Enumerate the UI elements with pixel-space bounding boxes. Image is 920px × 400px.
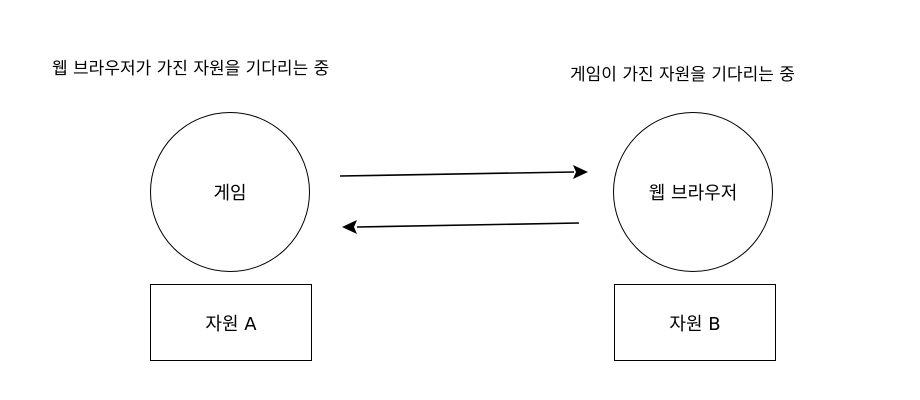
arrow-game-to-browser-line xyxy=(339,171,575,177)
caption-waiting-for-browser-resource: 웹 브라우저가 가진 자원을 기다리는 중 xyxy=(52,59,330,79)
resource-b-label: 자원 B xyxy=(669,313,721,335)
arrow-browser-to-game-line xyxy=(356,222,580,228)
resource-b-box: 자원 B xyxy=(614,284,776,361)
web-browser-node-label: 웹 브라우저 xyxy=(648,183,738,204)
web-browser-node: 웹 브라우저 xyxy=(613,112,773,272)
game-node-label: 게임 xyxy=(213,183,247,204)
caption-waiting-for-game-resource: 게임이 가진 자원을 기다리는 중 xyxy=(570,65,795,85)
arrow-game-to-browser xyxy=(339,165,588,179)
resource-a-box: 자원 A xyxy=(150,284,312,361)
arrow-browser-to-game xyxy=(342,220,580,234)
arrow-browser-to-game-head xyxy=(342,220,357,234)
game-node: 게임 xyxy=(150,112,310,272)
resource-a-label: 자원 A xyxy=(205,313,257,335)
arrow-game-to-browser-head xyxy=(573,165,588,179)
